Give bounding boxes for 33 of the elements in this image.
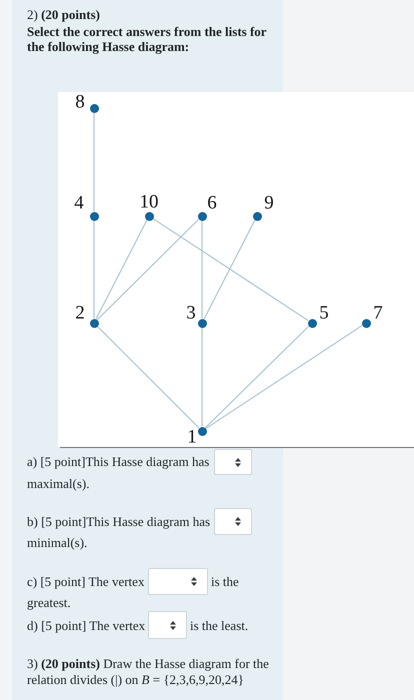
vertex-label: 3 [186,304,196,322]
vertex-label: 10 [140,192,158,212]
question-text: minimal(s). [27,534,88,551]
question-text: is the [211,573,239,590]
vertex-label: 4 [74,194,84,212]
vertex-label: 9 [264,194,274,212]
question-text: b) [5 point]This Hasse diagram has [27,513,210,530]
vertex-label: 8 [75,92,85,112]
edge-line [152,218,309,321]
edge-line [93,112,95,212]
vertex-label: 6 [207,194,217,212]
edge-line [205,325,363,429]
question-text: maximal(s). [27,475,90,492]
edge-line [201,220,203,318]
vertex-label: 2 [75,304,85,322]
edge-line [96,218,200,320]
edge-line [96,326,200,428]
question-text: is the least. [190,616,248,634]
question-text: a) [5 point]This Hasse diagram has [27,453,210,470]
edge-line [204,326,310,428]
edge-line [96,220,148,320]
vertex-label: 1 [187,428,197,446]
edge-line [204,220,256,320]
vertex-label: 7 [373,304,383,322]
question-text: 3) (20 points) Draw the Hasse diagram for the relation divides (|) on B = {2,3,6,9,20,24} [27,656,270,688]
instruction-text: Select the correct answers from the lists for the following Hasse diagram: [27,24,268,55]
question-text: c) [5 point] The vertex [27,573,144,590]
vertex-label: 5 [319,304,329,322]
question-heading: 2) (20 points) [27,6,100,22]
question-text: d) [5 point] The vertex [27,616,146,634]
edge-line [93,220,95,318]
question-text: greatest. [27,594,71,611]
edge-line [201,328,203,426]
